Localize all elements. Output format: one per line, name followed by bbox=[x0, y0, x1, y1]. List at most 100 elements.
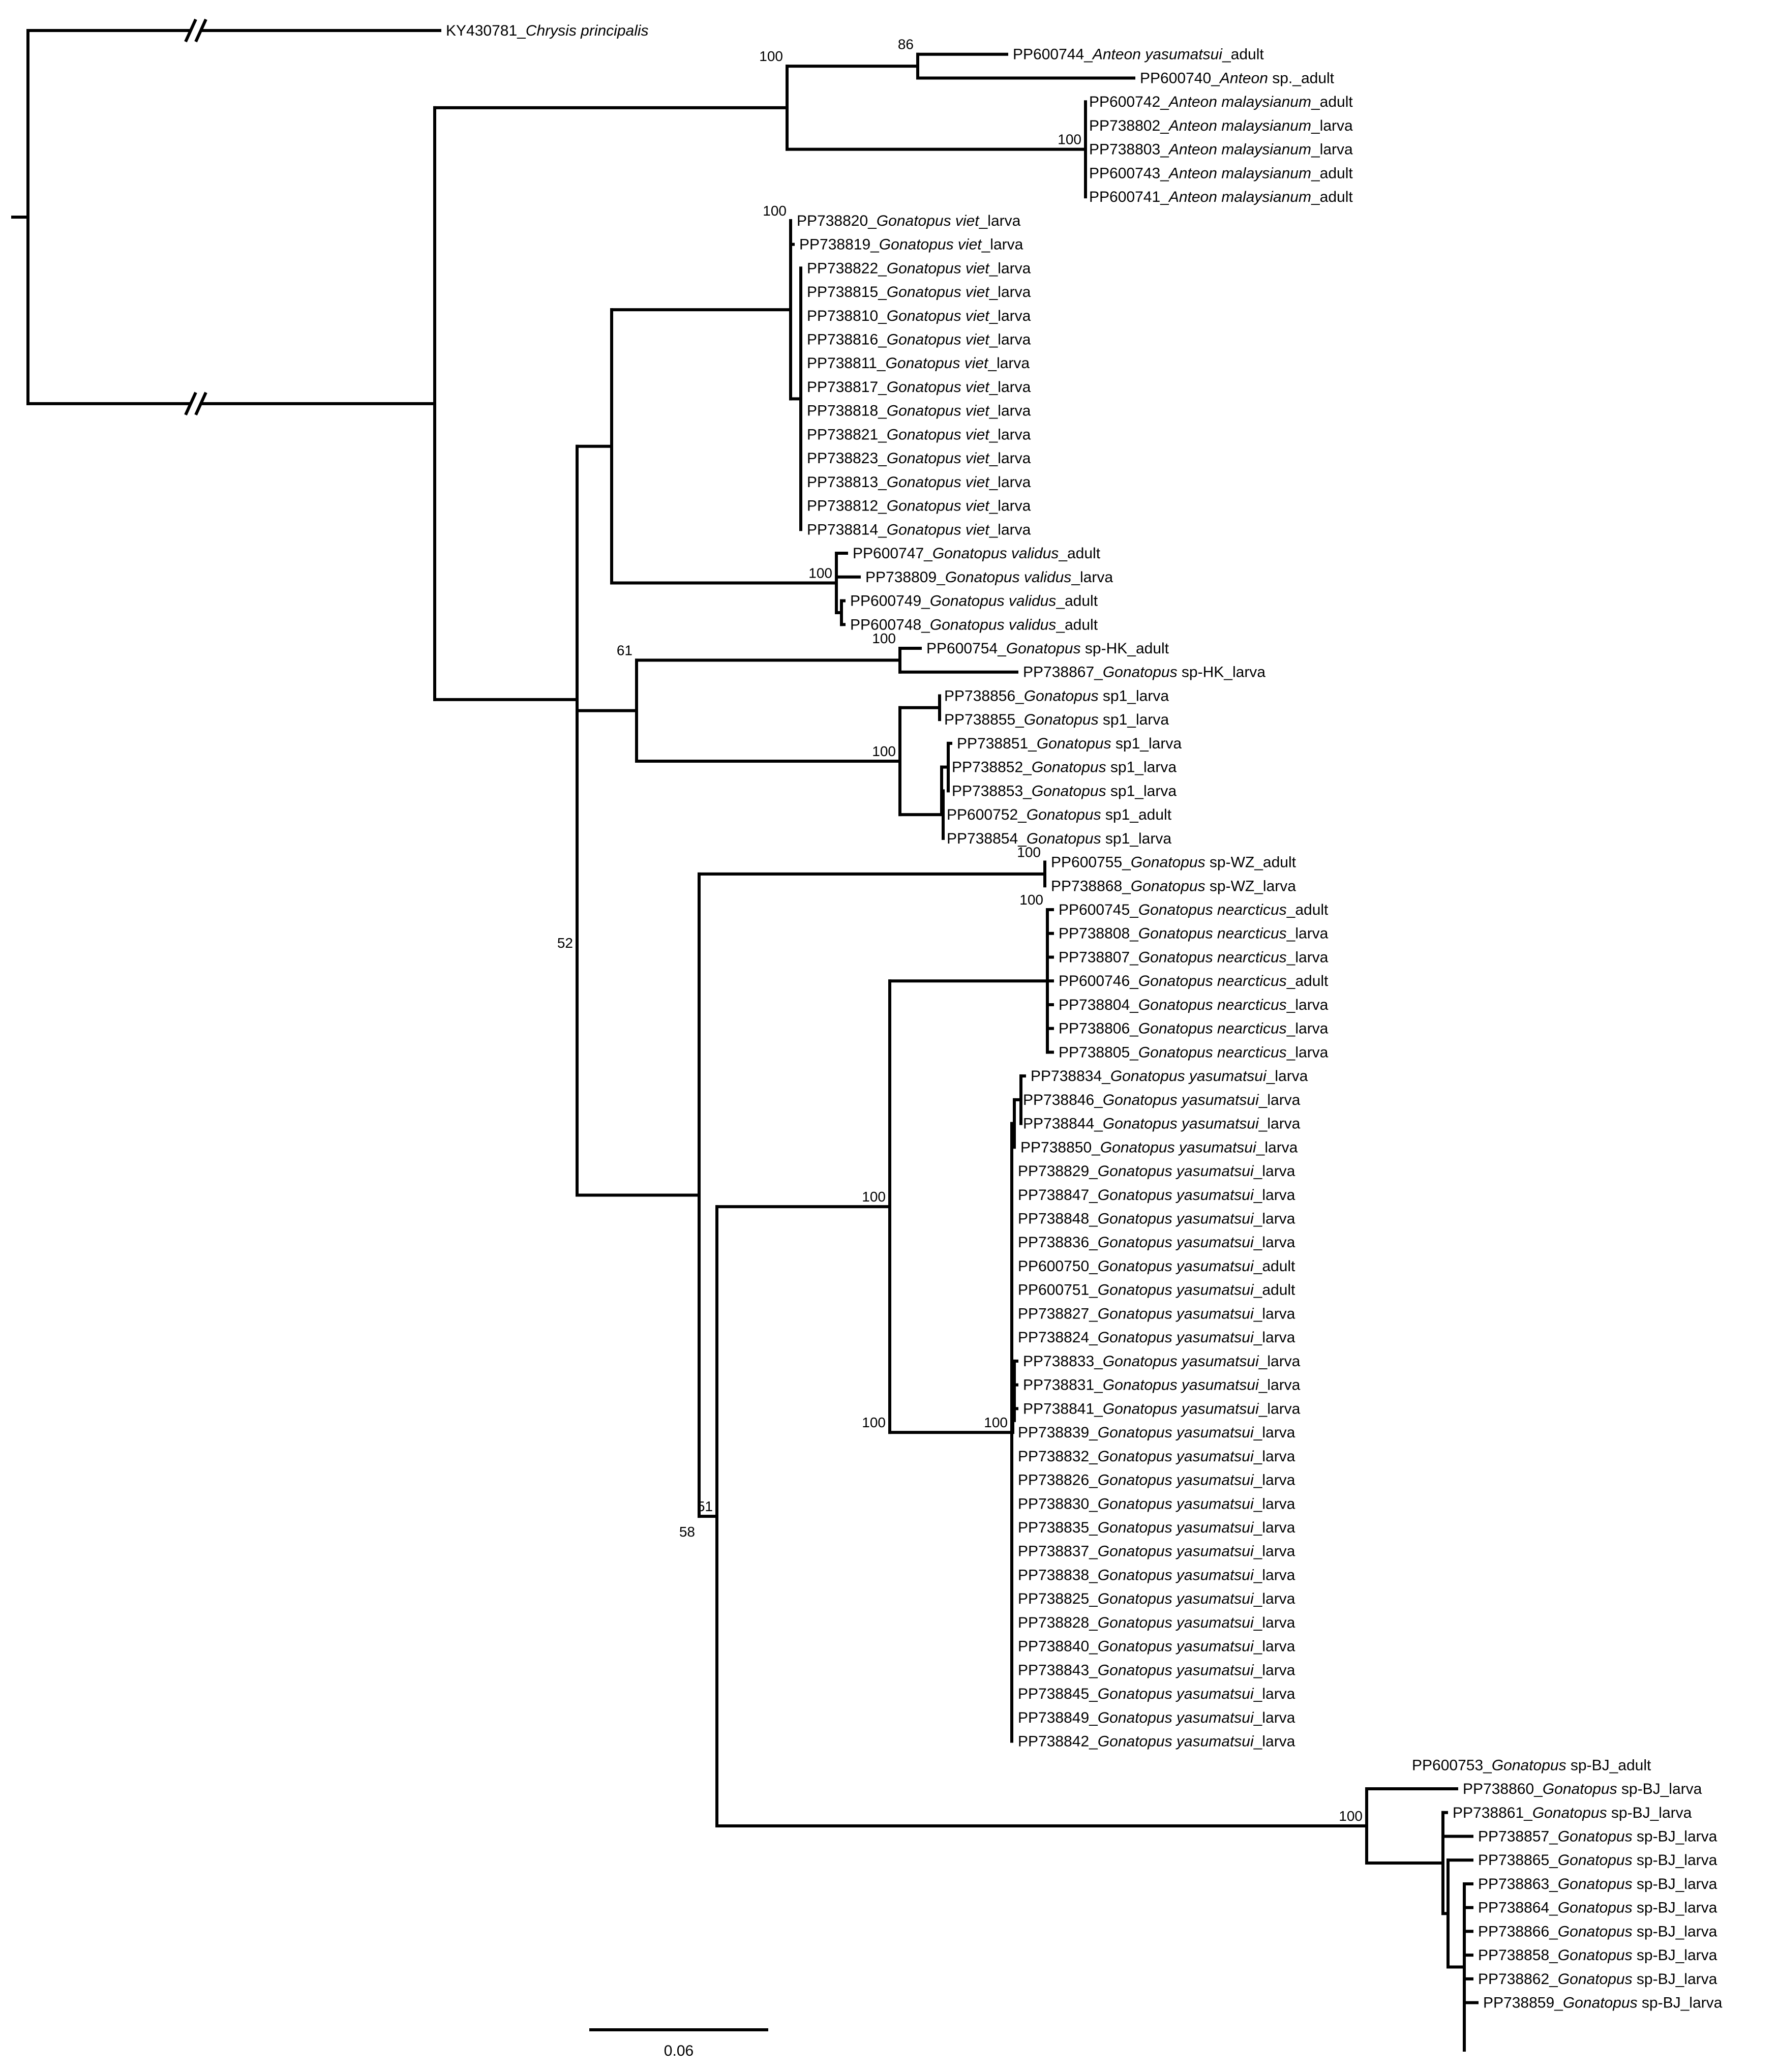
tip-accession: PP738843_ bbox=[1018, 1662, 1098, 1678]
tip-accession: PP738816_ bbox=[807, 331, 887, 348]
tip-suffix: _adult bbox=[1253, 1258, 1295, 1275]
tip-suffix: sp1_larva bbox=[1099, 687, 1169, 704]
scale-bar-label: 0.06 bbox=[664, 2043, 694, 2059]
tip-accession: PP738803_ bbox=[1089, 141, 1169, 158]
tip-genus: Gonatopus yasumatsui bbox=[1098, 1424, 1254, 1441]
tip-suffix: sp-BJ_larva bbox=[1638, 1995, 1723, 2011]
tip-genus: Gonatopus yasumatsui bbox=[1098, 1187, 1254, 1204]
tip-suffix: _larva bbox=[989, 521, 1031, 538]
tip-suffix: sp-BJ_larva bbox=[1633, 1923, 1717, 1940]
tip-suffix: sp1_larva bbox=[1111, 735, 1182, 752]
tip-suffix: _adult bbox=[1286, 973, 1329, 989]
tip-suffix: _larva bbox=[1253, 1686, 1295, 1702]
tip-suffix: _larva bbox=[1253, 1614, 1295, 1631]
tip-genus: Gonatopus yasumatsui bbox=[1098, 1495, 1254, 1512]
tip-accession: PP738832_ bbox=[1018, 1448, 1098, 1465]
tip-accession: PP738854_ bbox=[947, 830, 1027, 847]
tip-label-PP738848: PP738848_Gonatopus yasumatsui_larva bbox=[1018, 1211, 1295, 1227]
tip-accession: PP738847_ bbox=[1018, 1187, 1098, 1204]
tip-label-PP738825: PP738825_Gonatopus yasumatsui_larva bbox=[1018, 1590, 1295, 1607]
tip-suffix: _larva bbox=[1253, 1424, 1295, 1441]
tip-label-PP738814: PP738814_Gonatopus viet_larva bbox=[807, 521, 1031, 538]
tip-label-PP738808: PP738808_Gonatopus nearcticus_larva bbox=[1059, 925, 1329, 942]
tip-suffix: sp-BJ_larva bbox=[1607, 1805, 1692, 1821]
branch-break-marks bbox=[184, 18, 207, 416]
tip-genus: Gonatopus viet bbox=[887, 498, 990, 515]
tip-suffix: _adult bbox=[1286, 902, 1329, 918]
tip-genus: Gonatopus viet bbox=[887, 308, 990, 324]
tip-label-PP600745: PP600745_Gonatopus nearcticus_adult bbox=[1059, 902, 1329, 918]
tip-label-PP600753: PP600753_Gonatopus sp-BJ_adult bbox=[1412, 1757, 1651, 1774]
tip-label-PP738838: PP738838_Gonatopus yasumatsui_larva bbox=[1018, 1567, 1295, 1583]
tip-suffix: sp1_larva bbox=[1099, 711, 1169, 728]
tip-accession: PP738838_ bbox=[1018, 1567, 1098, 1583]
tip-suffix: sp-BJ_larva bbox=[1633, 1900, 1717, 1916]
tip-accession: PP738855_ bbox=[944, 711, 1024, 728]
tip-accession: PP738859_ bbox=[1483, 1995, 1563, 2011]
tip-label-PP738836: PP738836_Gonatopus yasumatsui_larva bbox=[1018, 1234, 1295, 1251]
tip-suffix: _larva bbox=[1258, 1353, 1301, 1370]
tip-suffix: _larva bbox=[1253, 1448, 1295, 1465]
tip-accession: PP600755_ bbox=[1051, 854, 1131, 871]
tip-accession: PP738823_ bbox=[807, 450, 887, 467]
support-value-bj: 100 bbox=[1339, 1808, 1363, 1824]
tip-genus: Gonatopus nearcticus bbox=[1138, 973, 1287, 989]
tip-suffix: _larva bbox=[1253, 1163, 1295, 1180]
tip-label-PP738828: PP738828_Gonatopus yasumatsui_larva bbox=[1018, 1614, 1295, 1631]
tip-label-PP738818: PP738818_Gonatopus viet_larva bbox=[807, 403, 1031, 419]
tip-accession: PP738808_ bbox=[1059, 925, 1139, 942]
tip-label-PP600754: PP600754_Gonatopus sp-HK_adult bbox=[926, 640, 1169, 657]
tip-accession: PP738818_ bbox=[807, 403, 887, 419]
tip-label-PP738830: PP738830_Gonatopus yasumatsui_larva bbox=[1018, 1495, 1295, 1512]
tip-genus: Gonatopus bbox=[1006, 640, 1081, 657]
tip-accession: PP738817_ bbox=[807, 379, 887, 396]
tip-genus: Gonatopus nearcticus bbox=[1138, 949, 1287, 966]
tip-genus: Gonatopus bbox=[1558, 1971, 1633, 1988]
tip-suffix: _larva bbox=[1286, 997, 1329, 1013]
tip-accession: PP738805_ bbox=[1059, 1044, 1139, 1061]
tip-accession: PP738862_ bbox=[1478, 1971, 1558, 1988]
tip-genus: Gonatopus yasumatsui bbox=[1098, 1305, 1254, 1322]
tip-suffix: sp-BJ_larva bbox=[1633, 1876, 1717, 1893]
tip-genus: Gonatopus bbox=[1024, 687, 1099, 704]
tip-suffix: _larva bbox=[1253, 1187, 1295, 1204]
tip-label-PP738840: PP738840_Gonatopus yasumatsui_larva bbox=[1018, 1638, 1295, 1655]
tip-genus: Gonatopus validus bbox=[932, 545, 1059, 562]
tip-accession: PP738864_ bbox=[1478, 1900, 1558, 1916]
tip-genus: Gonatopus yasumatsui bbox=[1098, 1662, 1254, 1678]
tip-label-PP738812: PP738812_Gonatopus viet_larva bbox=[807, 498, 1031, 515]
tip-accession: PP600749_ bbox=[850, 593, 930, 610]
tip-label-PP738851: PP738851_Gonatopus sp1_larva bbox=[957, 735, 1182, 752]
tip-label-PP738822: PP738822_Gonatopus viet_larva bbox=[807, 260, 1031, 277]
tip-genus: Chrysis principalis bbox=[526, 22, 649, 39]
tip-accession: PP738834_ bbox=[1031, 1068, 1111, 1085]
tip-suffix: _larva bbox=[1258, 1116, 1301, 1132]
tip-genus: Gonatopus bbox=[1037, 735, 1111, 752]
tip-suffix: _larva bbox=[989, 308, 1031, 324]
tip-genus: Gonatopus viet bbox=[887, 474, 990, 491]
tip-suffix: _larva bbox=[1253, 1590, 1295, 1607]
tip-accession: PP738863_ bbox=[1478, 1876, 1558, 1893]
tip-label-PP600750: PP600750_Gonatopus yasumatsui_adult bbox=[1018, 1258, 1295, 1275]
tip-label-PP738802: PP738802_Anteon malaysianum_larva bbox=[1089, 117, 1353, 134]
tip-genus: Gonatopus yasumatsui bbox=[1103, 1353, 1259, 1370]
tip-label-PP738831: PP738831_Gonatopus yasumatsui_larva bbox=[1023, 1377, 1301, 1394]
tip-suffix: _larva bbox=[989, 284, 1031, 301]
tip-genus: Gonatopus yasumatsui bbox=[1098, 1709, 1254, 1726]
tip-label-PP600742: PP600742_Anteon malaysianum_adult bbox=[1089, 94, 1353, 110]
tip-suffix: _adult bbox=[1222, 46, 1264, 63]
tip-label-PP738864: PP738864_Gonatopus sp-BJ_larva bbox=[1478, 1900, 1717, 1916]
tip-suffix: _larva bbox=[1266, 1068, 1308, 1085]
tip-label-PP738804: PP738804_Gonatopus nearcticus_larva bbox=[1059, 997, 1329, 1013]
tip-genus: Gonatopus yasumatsui bbox=[1103, 1116, 1259, 1132]
tip-label-PP600740: PP600740_Anteon sp._adult bbox=[1140, 70, 1335, 86]
tip-label-PP738862: PP738862_Gonatopus sp-BJ_larva bbox=[1478, 1971, 1717, 1988]
tip-suffix: _adult bbox=[1056, 593, 1098, 610]
tip-label-PP738854: PP738854_Gonatopus sp1_larva bbox=[947, 830, 1171, 847]
tip-accession: PP738866_ bbox=[1478, 1923, 1558, 1940]
tip-label-PP600751: PP600751_Gonatopus yasumatsui_adult bbox=[1018, 1282, 1295, 1299]
tip-accession: PP600753_ bbox=[1412, 1757, 1492, 1774]
tip-label-PP738811: PP738811_Gonatopus viet_larva bbox=[807, 355, 1030, 372]
tip-label-PP738824: PP738824_Gonatopus yasumatsui_larva bbox=[1018, 1329, 1295, 1346]
tip-accession: PP738841_ bbox=[1023, 1400, 1103, 1417]
